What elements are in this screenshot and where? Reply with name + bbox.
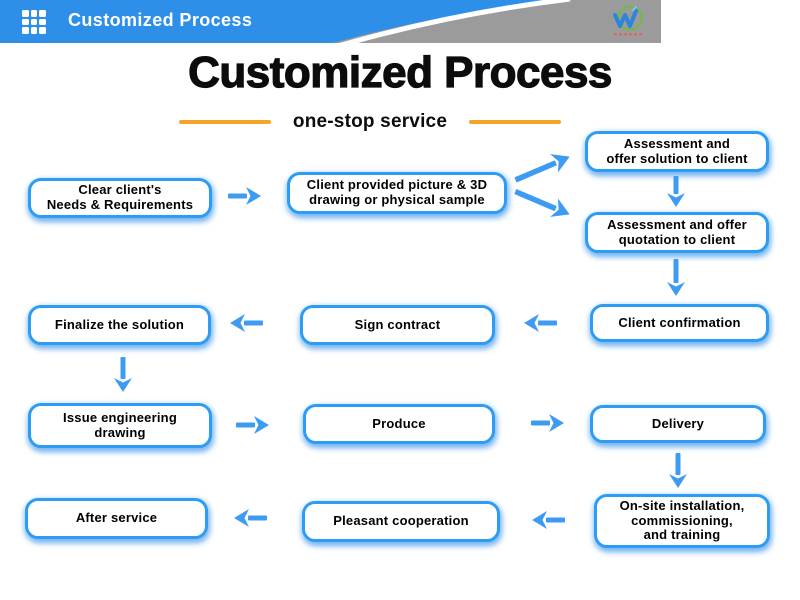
flow-node-assessment-solution: Assessment and offer solution to client (585, 131, 769, 172)
flow-node-produce: Produce (303, 404, 495, 444)
flow-node-client-input: Client provided picture & 3D drawing or … (287, 172, 507, 214)
arrow-left-icon (228, 311, 264, 335)
arrow-down-icon (666, 452, 690, 490)
flow-node-clear-needs: Clear client's Needs & Requirements (28, 178, 212, 218)
arrow-left-icon (522, 311, 558, 335)
company-logo (613, 5, 643, 36)
arrow-diagonal-up-icon (509, 144, 576, 192)
arrow-right-icon (235, 413, 271, 437)
arrow-down-icon (111, 356, 135, 394)
arrow-left-icon (530, 508, 566, 532)
page-subtitle: one-stop service (292, 111, 448, 132)
flow-node-pleasant-cooperation: Pleasant cooperation (302, 501, 500, 542)
arrow-right-icon (530, 411, 566, 435)
accent-line-left (178, 120, 271, 124)
page-title: Customized Process (187, 47, 613, 97)
flow-node-sign-contract: Sign contract (300, 305, 495, 345)
grid-menu-icon (22, 10, 46, 34)
arrow-right-icon (227, 184, 263, 208)
arrow-down-icon (664, 175, 688, 209)
header-background (0, 0, 661, 44)
flow-node-after-service: After service (25, 498, 208, 539)
accent-line-right (469, 120, 562, 124)
flow-node-delivery: Delivery (590, 405, 766, 443)
arrow-diagonal-down-icon (509, 179, 576, 227)
header-title: Customized Process (68, 10, 253, 30)
flow-node-assessment-quotation: Assessment and offer quotation to client (585, 212, 769, 253)
header-bar: Customized Process (0, 0, 800, 44)
flow-node-issue-drawing: Issue engineering drawing (28, 403, 212, 448)
flow-node-finalize-solution: Finalize the solution (28, 305, 211, 345)
arrow-down-icon (664, 258, 688, 298)
subtitle-row: one-stop service (0, 109, 740, 135)
arrow-left-icon (232, 506, 268, 530)
flow-node-onsite-install: On-site installation, commissioning, and… (594, 494, 770, 548)
flow-node-client-confirmation: Client confirmation (590, 304, 769, 342)
